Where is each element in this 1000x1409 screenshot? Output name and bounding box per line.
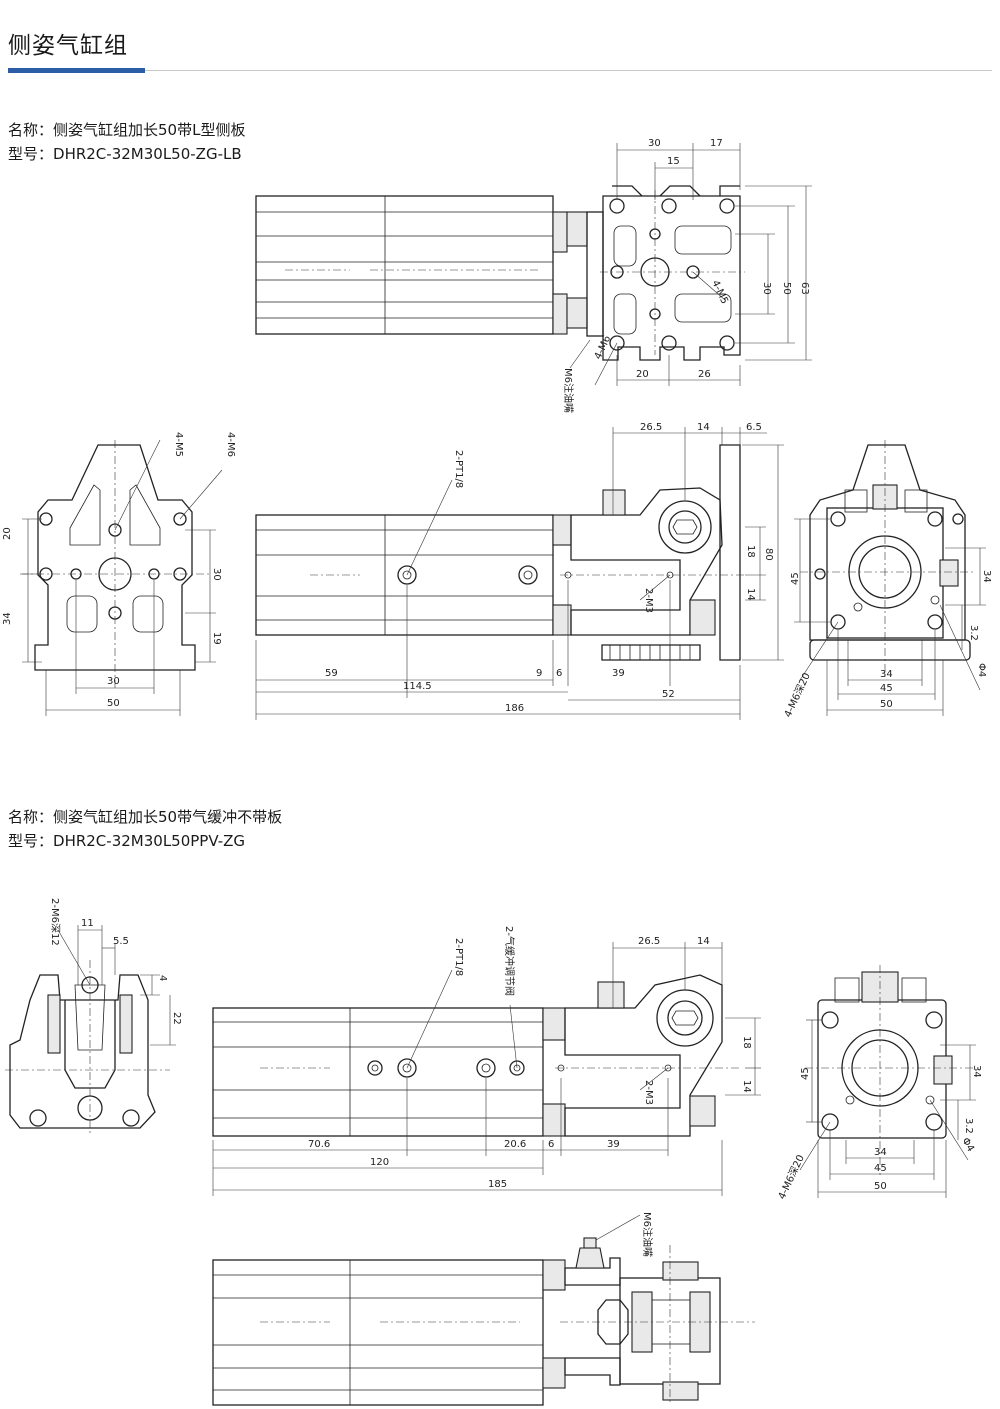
dim: 45 [880,683,893,694]
dim: 5.5 [113,936,129,947]
callout: 4-M6深20 [782,671,813,719]
p2-front-view: 26.5 14 2-PT1/8 2-气缓冲调节阀 2-M3 18 14 70.6… [212,926,761,1196]
dim: 34 [2,612,13,625]
dim: 185 [488,1179,507,1190]
p1-end-view: 45 34 3.2 Φ4 34 45 50 4-M6深20 [782,440,992,719]
callout: 2-M6深12 [49,898,61,946]
dim: 19 [211,632,222,645]
dim: 14 [741,1080,752,1093]
p2-side-view: 11 5.5 4 22 2-M6深12 [5,898,182,1135]
dim: 34 [971,1065,982,1078]
p1-top-view: 30 17 15 30 50 63 20 26 4-M5 4-M6 M6注油嘴 [255,138,812,413]
callout: 2-PT1/8 [453,450,464,488]
dim: 17 [710,138,723,149]
dim: 18 [745,545,756,558]
dim: 9 [536,668,542,679]
callout: 4-M6深20 [776,1153,807,1201]
dim: 14 [745,588,756,601]
product-1-model: DHR2C-32M30L50-ZG-LB [53,145,242,163]
dim: 20 [2,527,13,540]
title-divider [8,70,992,71]
dim: 45 [790,572,801,585]
dim: 52 [662,689,675,700]
dim: 14 [697,422,710,433]
product-1-info: 名称：侧姿气缸组加长50带L型侧板 型号：DHR2C-32M30L50-ZG-L… [8,118,245,166]
dim: 45 [800,1067,811,1080]
callout: 2-M3 [643,588,654,613]
product-2-model: DHR2C-32M30L50PPV-ZG [53,832,246,850]
dim: 30 [761,282,772,295]
dim: 80 [763,548,774,561]
dim: 3.2 [968,625,979,641]
callout: 4-M6 [593,334,614,361]
dim: 39 [612,668,625,679]
dim: 15 [667,156,680,167]
dim: 26.5 [638,936,660,947]
dim: 3.2 [963,1118,974,1134]
callout: 2-M3 [643,1080,654,1105]
page-title: 侧姿气缸组 [8,33,128,59]
dim: 59 [325,668,338,679]
product-2-info: 名称：侧姿气缸组加长50带气缓冲不带板 型号：DHR2C-32M30L50PPV… [8,805,282,853]
callout: 4-M5 [173,432,184,457]
dim: 120 [370,1157,389,1168]
product-1-name-row: 名称：侧姿气缸组加长50带L型侧板 [8,118,245,142]
p2-end-view: 45 34 3.2 Φ4 34 45 50 4-M6深20 [776,965,982,1201]
dim: 4 [157,975,168,981]
dim: 18 [741,1036,752,1049]
title-accent-bar [8,68,145,73]
product-2-name: 侧姿气缸组加长50带气缓冲不带板 [53,808,283,826]
dim: 34 [981,570,992,583]
callout: 4-M5 [709,279,730,306]
name-label: 名称： [8,121,54,139]
p1-front-view: 26.5 14 6.5 2-PT1/8 2-M3 18 14 80 59 9 6… [255,422,784,720]
dim: 34 [874,1147,887,1158]
callout: 2-气缓冲调节阀 [503,926,516,996]
product-2-model-row: 型号：DHR2C-32M30L50PPV-ZG [8,829,282,853]
dim: 30 [211,568,222,581]
callout: M6注油嘴 [562,368,575,413]
dim: 39 [607,1139,620,1150]
dim: 6 [556,668,562,679]
product-2-name-row: 名称：侧姿气缸组加长50带气缓冲不带板 [8,805,282,829]
dim: 50 [781,282,792,295]
callout: M6注油嘴 [641,1212,654,1257]
p1-side-view: 20 34 30 19 30 50 4-M5 4-M6 [2,432,236,716]
dim: 14 [697,936,710,947]
dim: 30 [648,138,661,149]
dim: 26.5 [640,422,662,433]
callout: 4-M6 [225,432,236,457]
dim: 50 [880,699,893,710]
product-1-model-row: 型号：DHR2C-32M30L50-ZG-LB [8,142,245,166]
dim: 186 [505,703,524,714]
callout: Φ4 [976,663,987,677]
callout: 2-PT1/8 [453,938,464,976]
dim: 50 [107,698,120,709]
model-label: 型号： [8,145,54,163]
name-label: 名称： [8,808,54,826]
callout: Φ4 [959,1136,976,1154]
dim: 26 [698,369,711,380]
dim: 34 [880,669,893,680]
dim: 114.5 [403,681,432,692]
product-1-name: 侧姿气缸组加长50带L型侧板 [53,121,246,139]
dim: 11 [81,918,94,929]
dim: 6.5 [746,422,762,433]
dim: 50 [874,1181,887,1192]
p2-top-view: M6注油嘴 [212,1212,755,1406]
model-label: 型号： [8,832,54,850]
dim: 20.6 [504,1139,526,1150]
dim: 70.6 [308,1139,330,1150]
dim: 45 [874,1163,887,1174]
dim: 6 [548,1139,554,1150]
dim: 63 [799,282,810,295]
dim: 22 [171,1012,182,1025]
dim: 20 [636,369,649,380]
dim: 30 [107,676,120,687]
